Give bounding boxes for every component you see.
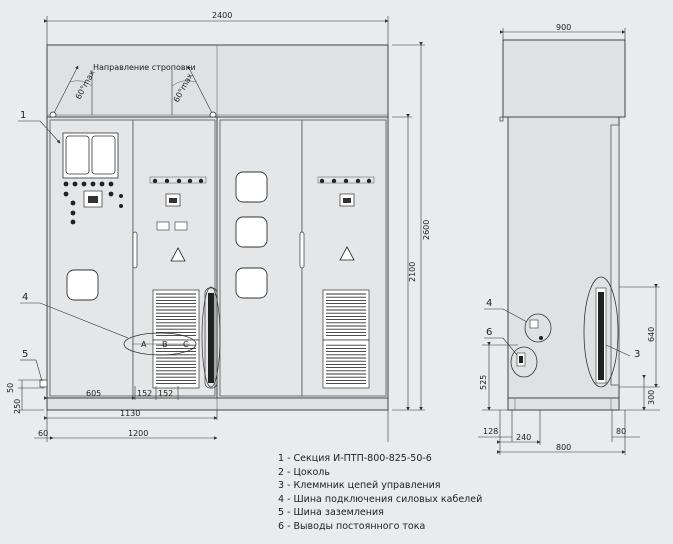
dim-800: 800 xyxy=(556,443,571,452)
legend-item-5: 5 - Шина заземления xyxy=(278,507,384,519)
side-plinth xyxy=(507,397,620,411)
dim-152b: 152 xyxy=(158,389,173,398)
dim-900: 900 xyxy=(556,23,571,32)
vent-grille-right xyxy=(322,289,370,389)
side-callout-6: 6 xyxy=(486,327,492,338)
legend: 1 - Секция И-ПТП-800-825-50-6 2 - Цоколь… xyxy=(278,452,482,534)
callout-1: 1 xyxy=(20,110,26,121)
dim-128: 128 xyxy=(483,427,498,436)
dim-525: 525 xyxy=(479,375,488,390)
phase-a: A xyxy=(141,340,147,349)
busbar-outline xyxy=(123,332,197,356)
dim-2100: 2100 xyxy=(408,262,417,282)
legend-item-1: 1 - Секция И-ПТП-800-825-50-6 xyxy=(278,453,432,464)
side-callout-3: 3 xyxy=(634,349,640,360)
dim-1200: 1200 xyxy=(128,429,148,438)
dim-605: 605 xyxy=(86,389,101,398)
phase-c: C xyxy=(183,340,189,349)
dim-250: 250 xyxy=(13,399,22,414)
lifting-frame xyxy=(46,44,389,118)
dim-300: 300 xyxy=(647,390,656,405)
callout-5: 5 xyxy=(22,349,28,360)
legend-item-6: 6 - Выводы постоянного тока xyxy=(278,520,426,532)
side-callout-4: 4 xyxy=(486,298,492,309)
legend-item-2: 2 - Цоколь xyxy=(278,466,330,478)
dim-640: 640 xyxy=(647,327,656,342)
dim-60: 60 xyxy=(38,429,48,438)
dim-240: 240 xyxy=(516,433,531,442)
dim-152a: 152 xyxy=(137,389,152,398)
legend-item-4: 4 - Шина подключения силовых кабелей xyxy=(278,493,483,505)
side-lifting-frame xyxy=(502,39,626,118)
callout-4: 4 xyxy=(22,292,28,303)
dim-1130: 1130 xyxy=(120,409,140,418)
dim-2400: 2400 xyxy=(212,11,232,20)
plinth xyxy=(46,397,389,411)
dim-80: 80 xyxy=(616,427,626,436)
legend-item-3: 3 - Клеммник цепей управления xyxy=(278,480,441,492)
dim-50: 50 xyxy=(6,383,15,393)
sling-direction-label: Направление строповки xyxy=(93,63,196,72)
dim-2600: 2600 xyxy=(422,220,431,240)
phase-b: B xyxy=(162,340,168,349)
